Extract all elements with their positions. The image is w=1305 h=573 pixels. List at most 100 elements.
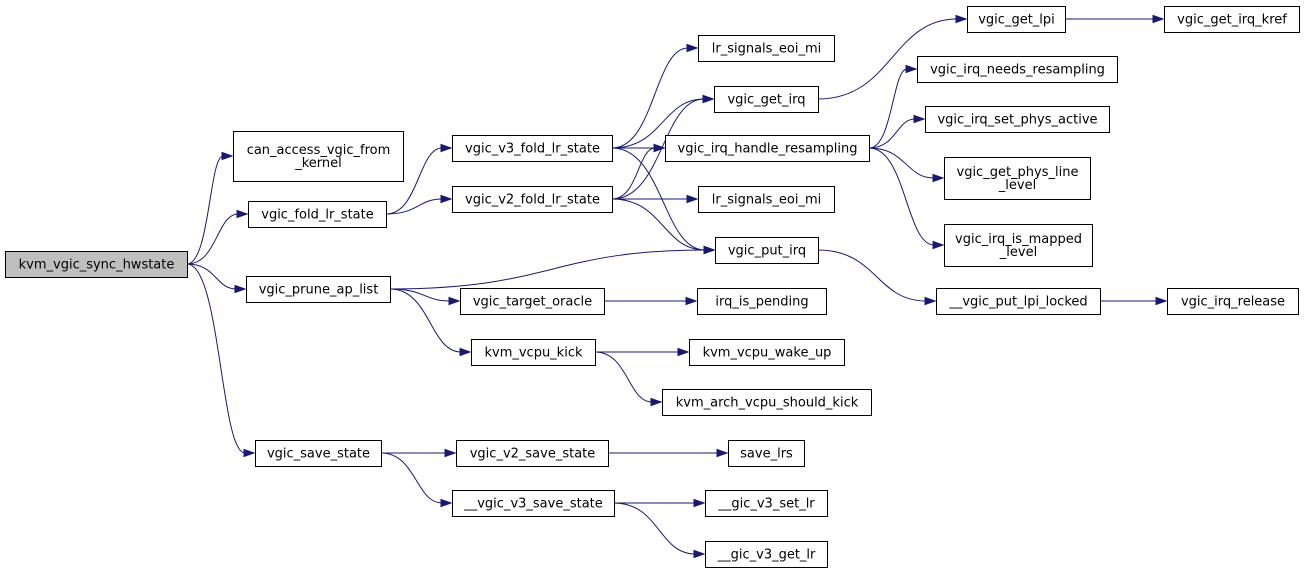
node-label: vgic_get_lpi [978,13,1055,28]
node-label: vgic_irq_release [1181,295,1285,310]
node-lr-signals-eoi-mi[interactable]: lr_signals_eoi_mi [698,186,835,213]
edge-arrowhead [924,296,937,306]
edge-vgic_irq_handle_resampling-to-vgic_irq_is_mapped_level [868,147,935,246]
node-vgic-v3-save-state[interactable]: __vgic_v3_save_state [452,490,615,517]
node-lr-signals-eoi-mi[interactable]: lr_signals_eoi_mi [698,35,835,62]
node-label: vgic_target_oracle [473,295,592,310]
node-vgic-irq-release[interactable]: vgic_irq_release [1167,288,1299,315]
node-label: kvm_vgic_sync_hwstate [19,258,175,273]
node-box [698,35,835,62]
node-box [1164,6,1300,33]
node-label: lr_signals_eoi_mi [712,193,822,208]
edge-arrowhead [650,397,663,407]
node-vgic-get-phys-line-level[interactable]: vgic_get_phys_line_level [944,157,1091,200]
edge-arrowhead [716,448,729,458]
node-vgic-irq-set-phys-active[interactable]: vgic_irq_set_phys_active [925,106,1110,133]
node-kvm-vcpu-kick[interactable]: kvm_vcpu_kick [471,339,596,366]
edge-kvm_vgic_sync_hwstate-to-vgic_prune_ap_list [186,263,237,290]
edge-vgic_get_irq-to-vgic_get_lpi [817,18,958,100]
edge-arrowhead [243,448,256,458]
edge-arrowhead [444,448,457,458]
node-label: kvm_vcpu_kick [484,346,583,361]
edge-arrowhead [221,151,234,161]
node-label: __vgic_v3_save_state [463,497,603,512]
node-vgic-prune-ap-list[interactable]: vgic_prune_ap_list [246,276,391,303]
edge-vgic_v2_fold_lr_state-to-vgic_irq_handle_resampling [611,147,656,200]
edge-arrowhead [234,284,247,294]
edge-arrowhead [932,240,945,250]
edge-arrowhead [932,173,945,183]
node-label: __vgic_put_lpi_locked [948,295,1087,310]
node-label: lr_signals_eoi_mi [712,42,822,57]
edge-vgic_v3_fold_lr_state-to-lr_signals_eoi_mi [611,47,689,149]
node-kvm-vcpu-wake-up[interactable]: kvm_vcpu_wake_up [689,339,845,366]
node-kvm-arch-vcpu-should-kick[interactable]: kvm_arch_vcpu_should_kick [662,389,872,416]
node-can-access-vgic-from-kernel[interactable]: can_access_vgic_from_kernel [233,131,404,182]
node-vgic-irq-handle-resampling[interactable]: vgic_irq_handle_resampling [665,135,870,162]
node-label: kvm_vcpu_wake_up [703,346,832,361]
edge-arrowhead [693,498,706,508]
nodes-layer: kvm_vgic_sync_hwstate can_access_vgic_fro… [5,6,1300,568]
node-label: vgic_v3_fold_lr_state [465,142,600,157]
node-box [452,186,613,213]
node-label: _level [998,178,1036,193]
node-label: vgic_irq_is_mapped [955,232,1082,247]
node-label: vgic_get_irq [727,93,805,108]
edge-arrowhead [459,347,472,357]
node-box [255,440,382,467]
edge-vgic_irq_handle_resampling-to-vgic_irq_needs_resampling [868,68,908,149]
node-vgic-v2-save-state[interactable]: vgic_v2_save_state [456,440,609,467]
node-vgic-get-lpi[interactable]: vgic_get_lpi [967,6,1066,33]
node-box [1167,288,1299,315]
node-label: vgic_v2_save_state [470,447,596,462]
node-box [471,339,596,366]
edge-arrowhead [905,64,918,74]
node-box [944,157,1091,200]
node-box [665,135,870,162]
node-gic-v3-set-lr[interactable]: __gic_v3_set_lr [705,490,828,517]
edge-__vgic_v3_save_state-to-__gic_v3_get_lr [613,502,696,555]
node-save-lrs[interactable]: save_lrs [728,440,805,467]
node-box [705,490,828,517]
node-label: kvm_arch_vcpu_should_kick [676,396,859,411]
node-vgic-save-state[interactable]: vgic_save_state [255,440,382,467]
node-vgic-fold-lr-state[interactable]: vgic_fold_lr_state [248,201,387,228]
node-vgic-irq-is-mapped-level[interactable]: vgic_irq_is_mapped_level [944,224,1093,267]
edge-kvm_vcpu_kick-to-kvm_arch_vcpu_should_kick [594,351,653,403]
node-label: vgic_get_phys_line [957,165,1079,180]
node-vgic-irq-needs-resampling[interactable]: vgic_irq_needs_resampling [917,56,1118,83]
edge-arrowhead [703,245,716,255]
node-vgic-v3-fold-lr-state[interactable]: vgic_v3_fold_lr_state [452,135,613,162]
edge-arrowhead [955,14,968,24]
edge-arrowhead [685,296,698,306]
edge-arrowhead [440,143,453,153]
edge-arrowhead [677,347,690,357]
node-box [714,86,819,113]
node-vgic-target-oracle[interactable]: vgic_target_oracle [460,288,605,315]
node-kvm-vgic-sync-hwstate[interactable]: kvm_vgic_sync_hwstate [5,251,188,278]
edge-vgic_prune_ap_list-to-kvm_vcpu_kick [389,288,462,353]
edge-vgic_irq_handle_resampling-to-vgic_get_phys_line_level [868,147,935,179]
node-vgic-v2-fold-lr-state[interactable]: vgic_v2_fold_lr_state [452,186,613,213]
node-gic-v3-get-lr[interactable]: __gic_v3_get_lr [705,541,828,568]
edge-vgic_prune_ap_list-to-vgic_put_irq [389,249,706,290]
node-irq-is-pending[interactable]: irq_is_pending [697,288,827,315]
node-vgic-put-lpi-locked[interactable]: __vgic_put_lpi_locked [936,288,1101,315]
node-label: vgic_save_state [267,447,370,462]
node-vgic-get-irq[interactable]: vgic_get_irq [714,86,819,113]
node-vgic-put-irq[interactable]: vgic_put_irq [715,237,819,264]
node-box [456,440,609,467]
node-box [705,541,828,568]
edge-kvm_vgic_sync_hwstate-to-vgic_fold_lr_state [186,213,239,265]
edges-layer [186,14,1168,559]
node-label: vgic_put_irq [728,244,806,259]
node-box [698,186,835,213]
edge-vgic_v3_fold_lr_state-to-vgic_get_irq [611,98,705,149]
edge-arrowhead [686,194,699,204]
edge-arrowhead [448,296,461,306]
node-label: irq_is_pending [715,295,808,310]
node-box [5,251,188,278]
node-label: __gic_v3_get_lr [717,548,816,563]
node-vgic-get-irq-kref[interactable]: vgic_get_irq_kref [1164,6,1300,33]
node-box [917,56,1118,83]
